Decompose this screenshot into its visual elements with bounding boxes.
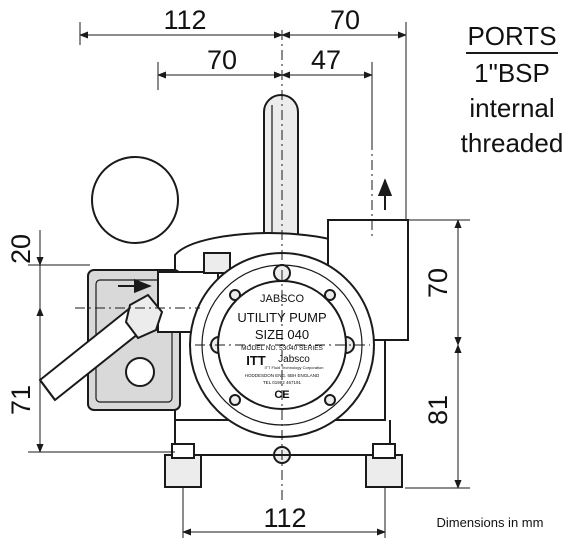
units-note: Dimensions in mm [437,515,544,530]
plate-model: MODEL NO. 53040 SERIES [241,345,323,352]
ports-line3: threaded [461,128,564,158]
plate-logo: ITT [246,353,266,368]
centre-lines [75,30,373,500]
dim-left-upper: 20 [6,234,36,264]
dim-left-lower: 71 [6,385,36,415]
ports-line2: internal [469,93,554,123]
ports-note: PORTS 1"BSP internal threaded [461,21,564,158]
plate-maker: Jabsco [278,354,310,365]
ports-size: 1"BSP [474,58,550,88]
ports-title: PORTS [467,21,556,51]
dim-right-lower: 81 [423,395,453,425]
dimension-labels: 112 70 70 47 20 71 70 81 112 [6,5,453,533]
foot-left [164,454,202,488]
dim-base: 112 [263,503,306,533]
bearing-housing [91,156,179,244]
dimension-lines [28,22,470,538]
dim-right-upper: 70 [423,268,453,298]
dim-top-left: 112 [163,5,206,35]
foot-right [365,454,403,488]
dim-top-right: 70 [330,5,360,35]
plate-division: ITT Fluid Technology Corporation [265,365,324,370]
drive-bolt [125,357,155,387]
pump-body [38,94,409,488]
flow-arrows [118,178,393,294]
dim-inner-right: 47 [311,45,341,75]
casing-bolt [203,252,231,274]
plate-tel: TEL 01992 467191 [263,380,302,385]
dim-inner-left: 70 [207,45,237,75]
shaft-nut [124,293,164,340]
